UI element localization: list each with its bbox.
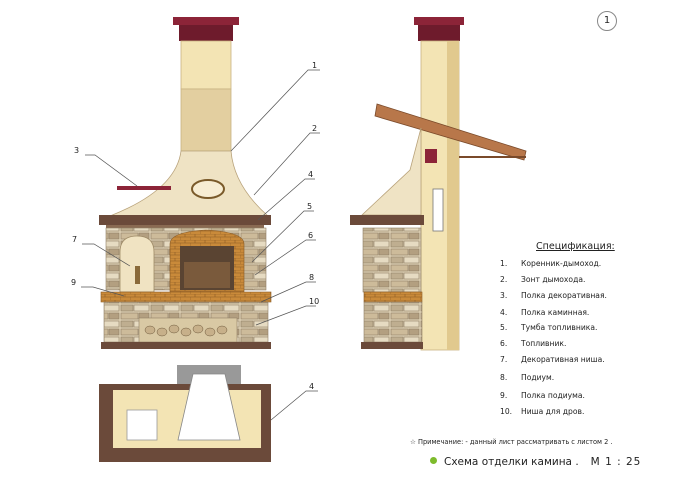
callout-5: 5	[307, 202, 312, 211]
spec-text: Зонт дымохода.	[521, 275, 586, 284]
side-hood	[360, 127, 422, 216]
callout-labels: 1 2 3 4 5 6 7 8 9 10 4	[71, 61, 319, 391]
sheet-number: 1	[597, 11, 617, 31]
hood-medallion	[191, 179, 225, 199]
callout-10: 10	[309, 297, 319, 306]
firebox-glow	[184, 262, 230, 288]
spec-text: Полка каминная.	[521, 308, 590, 317]
side-flue-box	[425, 149, 437, 163]
podium-shelf	[100, 291, 272, 303]
spec-number: 1.	[500, 259, 508, 268]
star-icon: ☆	[410, 438, 416, 446]
callout-1: 1	[312, 61, 317, 70]
spec-text: Тумба топливника.	[521, 323, 598, 332]
bullet-icon	[430, 457, 437, 464]
footnote: ☆ Примечание: - данный лист рассматриват…	[410, 438, 612, 446]
side-flue-opening	[432, 188, 444, 232]
scheme-title-block: Схема отделки камина . М 1 : 25	[430, 456, 641, 468]
spec-number: 8.	[500, 373, 508, 382]
callout-2: 2	[312, 124, 317, 133]
callout-7: 7	[72, 235, 77, 244]
spec-item-1: 1. Коренник-дымоход.	[500, 259, 601, 268]
side-plinth	[361, 342, 423, 349]
spec-item-9: 9. Полка подиума.	[500, 391, 585, 400]
decorative-niche	[119, 235, 155, 293]
leader-lines	[81, 69, 320, 421]
chimney-lower	[180, 88, 232, 152]
spec-number: 10.	[500, 407, 513, 416]
spec-text: Топливник.	[521, 339, 567, 348]
spec-item-8: 8. Подиум.	[500, 373, 554, 382]
spec-number: 2.	[500, 275, 508, 284]
spec-number: 9.	[500, 391, 508, 400]
spec-text: Полка подиума.	[521, 391, 585, 400]
spec-item-5: 5. Тумба топливника.	[500, 323, 597, 332]
spec-number: 3.	[500, 291, 508, 300]
callout-4: 4	[308, 170, 313, 179]
spec-text: Декоративная ниша.	[521, 355, 605, 364]
decorative-shelf	[117, 186, 171, 190]
side-podium	[363, 301, 423, 343]
plan-firebox	[177, 373, 241, 441]
firewood-logs	[144, 324, 228, 337]
side-mantel-shelf	[350, 215, 424, 225]
side-view	[350, 17, 527, 351]
callout-8: 8	[309, 273, 314, 282]
callout-plan-4: 4	[309, 382, 314, 391]
spec-number: 6.	[500, 339, 508, 348]
spec-number: 4.	[500, 308, 508, 317]
spec-text: Ниша для дров.	[521, 407, 585, 416]
plinth	[101, 342, 271, 349]
spec-number: 7.	[500, 355, 508, 364]
callout-9: 9	[71, 278, 76, 287]
scale-label: М 1 : 25	[590, 456, 642, 468]
niche-candle	[135, 266, 140, 284]
spec-text: Подиум.	[521, 373, 555, 382]
chimney-cap	[173, 17, 239, 25]
mantel-shelf	[99, 215, 271, 225]
side-chimney-shade	[447, 41, 459, 350]
spec-item-4: 4. Полка каминная.	[500, 308, 589, 317]
scheme-title: Схема отделки камина .	[444, 456, 579, 468]
spec-text: Полка декоративная.	[521, 291, 607, 300]
spec-text: Коренник-дымоход.	[521, 259, 602, 268]
side-pedestal	[362, 227, 422, 293]
spec-number: 5.	[500, 323, 508, 332]
mantel-shelf-lip	[106, 225, 264, 228]
callout-3: 3	[74, 146, 79, 155]
chimney-upper	[180, 40, 232, 90]
plan-niche	[126, 409, 158, 441]
spec-item-10: 10. Ниша для дров.	[500, 407, 584, 416]
side-chimney-cap-base	[418, 25, 460, 41]
spec-item-2: 2. Зонт дымохода.	[500, 275, 585, 284]
footnote-text: Примечание: - данный лист рассматривать …	[418, 438, 613, 446]
front-view	[99, 17, 272, 349]
spec-title: Спецификация:	[536, 241, 615, 252]
chimney-cap-base	[179, 25, 233, 41]
roof-slope	[374, 103, 527, 161]
spec-item-3: 3. Полка декоративная.	[500, 291, 607, 300]
callout-6: 6	[308, 231, 313, 240]
plan-view	[99, 365, 271, 462]
side-chimney-cap	[414, 17, 464, 25]
side-podium-shelf	[363, 291, 423, 303]
spec-item-6: 6. Топливник.	[500, 339, 566, 348]
spec-item-7: 7. Декоративная ниша.	[500, 355, 605, 364]
